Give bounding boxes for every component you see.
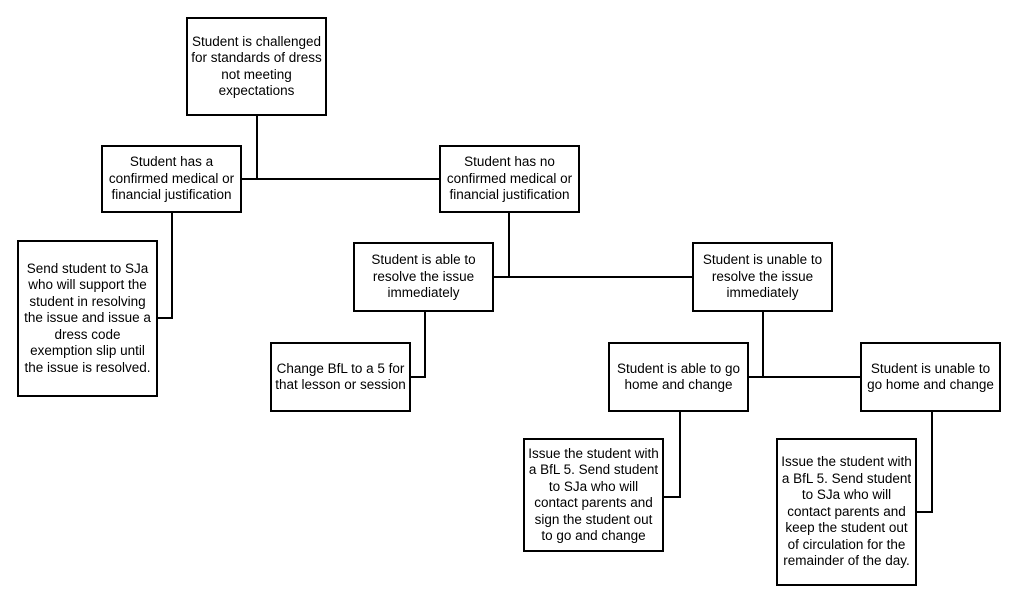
connector-home-to-signout	[664, 412, 681, 498]
node-issue-keep-out-text: Issue the student with a BfL 5. Send stu…	[781, 454, 912, 569]
node-unable-resolve: Student is unable to resolve the issue i…	[692, 242, 833, 312]
node-able-home: Student is able to go home and change	[608, 342, 749, 412]
node-start-text: Student is challenged for standards of d…	[191, 33, 322, 99]
node-able-resolve: Student is able to resolve the issue imm…	[353, 242, 494, 312]
node-send-to-sja-text: Send student to SJa who will support the…	[24, 260, 151, 375]
node-change-bfl: Change BfL to a 5 for that lesson or ses…	[270, 342, 411, 412]
connector-resolve-to-bfl	[411, 312, 426, 378]
node-issue-keep-out: Issue the student with a BfL 5. Send stu…	[776, 438, 917, 586]
node-issue-sign-out: Issue the student with a BfL 5. Send stu…	[523, 438, 664, 552]
node-start: Student is challenged for standards of d…	[186, 17, 327, 116]
node-unable-resolve-text: Student is unable to resolve the issue i…	[702, 252, 823, 301]
node-change-bfl-text: Change BfL to a 5 for that lesson or ses…	[275, 360, 406, 393]
node-unable-home-text: Student is unable to go home and change	[867, 360, 994, 393]
node-no-justification: Student has no confirmed medical or fina…	[439, 145, 580, 213]
connector-nohome-to-keepout	[917, 412, 933, 513]
node-send-to-sja: Send student to SJa who will support the…	[17, 240, 158, 397]
node-able-resolve-text: Student is able to resolve the issue imm…	[371, 252, 476, 301]
node-unable-home: Student is unable to go home and change	[860, 342, 1001, 412]
node-able-home-text: Student is able to go home and change	[616, 360, 741, 393]
connector-justified-to-sja	[158, 213, 173, 319]
node-issue-sign-out-text: Issue the student with a BfL 5. Send stu…	[528, 445, 659, 544]
node-no-justification-text: Student has no confirmed medical or fina…	[446, 154, 573, 203]
node-has-justification: Student has a confirmed medical or finan…	[101, 145, 242, 213]
node-has-justification-text: Student has a confirmed medical or finan…	[108, 154, 235, 203]
